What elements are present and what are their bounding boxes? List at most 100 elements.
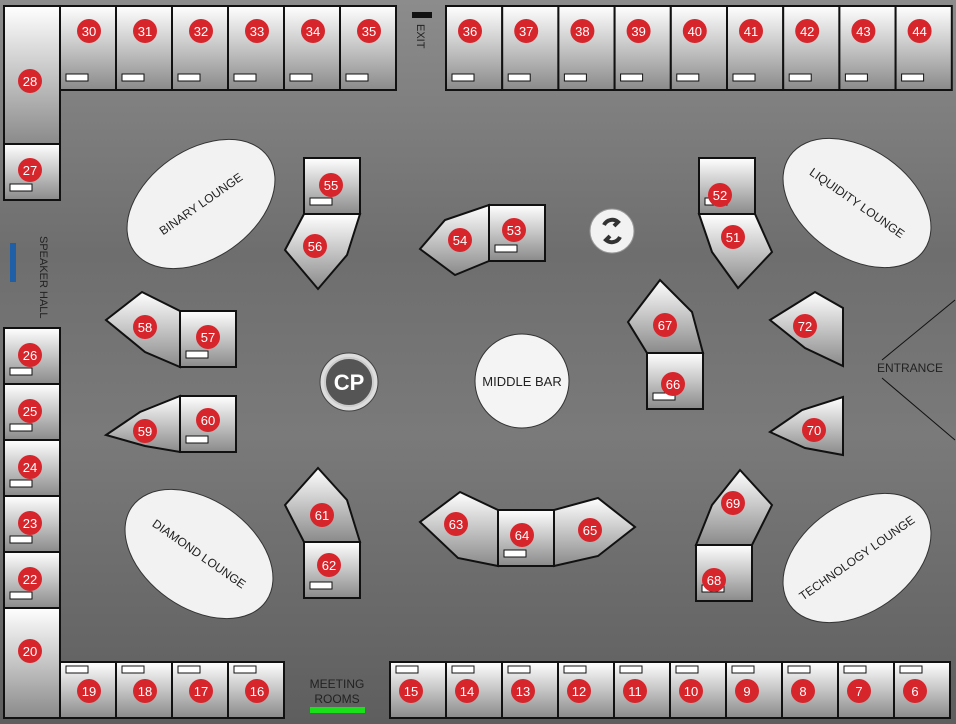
booth-badge-18[interactable] [133, 679, 157, 703]
booth-badge-35[interactable] [357, 19, 381, 43]
booth-badge-52[interactable] [708, 183, 732, 207]
booth-number[interactable]: 31 [138, 24, 152, 39]
booth-number[interactable]: 40 [688, 24, 702, 39]
booth-badge-30[interactable] [77, 19, 101, 43]
booth-badge-44[interactable] [907, 19, 932, 43]
booth-badge-43[interactable] [851, 19, 876, 43]
booth-badge-27[interactable] [18, 158, 42, 182]
booth-badge-6[interactable] [903, 679, 927, 703]
booth-number[interactable]: 16 [250, 684, 264, 699]
booth-badge-19[interactable] [77, 679, 101, 703]
booth-number[interactable]: 35 [362, 24, 376, 39]
booth-badge-57[interactable] [196, 325, 220, 349]
booth-badge-53[interactable] [502, 218, 526, 242]
booth-number[interactable]: 26 [23, 348, 37, 363]
booth-badge-31[interactable] [133, 19, 157, 43]
booth-number[interactable]: 44 [912, 24, 926, 39]
booth-number[interactable]: 33 [250, 24, 264, 39]
booth-number[interactable]: 38 [575, 24, 589, 39]
booth-number[interactable]: 55 [324, 178, 338, 193]
booth-badge-33[interactable] [245, 19, 269, 43]
booth-badge-59[interactable] [133, 419, 157, 443]
technology-lounge[interactable]: TECHNOLOGY LOUNGE [759, 467, 955, 650]
booth-number[interactable]: 37 [519, 24, 533, 39]
booth-badge-13[interactable] [511, 679, 535, 703]
booth-number[interactable]: 25 [23, 404, 37, 419]
booth-number[interactable]: 8 [799, 684, 806, 699]
booth-badge-12[interactable] [567, 679, 591, 703]
booth-badge-51[interactable] [721, 225, 745, 249]
booth-number[interactable]: 11 [628, 684, 642, 699]
booth-number[interactable]: 64 [515, 528, 529, 543]
booth-number[interactable]: 36 [463, 24, 477, 39]
middle-bar[interactable]: MIDDLE BAR [474, 333, 570, 429]
booth-number[interactable]: 61 [315, 508, 329, 523]
booth-number[interactable]: 9 [743, 684, 750, 699]
booth-badge-42[interactable] [795, 19, 820, 43]
booth-badge-36[interactable] [458, 19, 482, 43]
booth-number[interactable]: 54 [453, 233, 467, 248]
booth-number[interactable]: 18 [138, 684, 152, 699]
booth-number[interactable]: 62 [322, 558, 336, 573]
booth-badge-70[interactable] [802, 418, 826, 442]
booth-number[interactable]: 30 [82, 24, 96, 39]
booth-badge-22[interactable] [18, 567, 42, 591]
booth-badge-67[interactable] [653, 313, 677, 337]
booth-badge-66[interactable] [661, 372, 685, 396]
booth-number[interactable]: 22 [23, 572, 37, 587]
booth-number[interactable]: 65 [583, 523, 597, 538]
booth-number[interactable]: 27 [23, 163, 37, 178]
booth-badge-63[interactable] [444, 512, 468, 536]
diamond-lounge[interactable]: DIAMOND LOUNGE [101, 463, 297, 646]
booth-number[interactable]: 20 [23, 644, 37, 659]
booth-number[interactable]: 17 [194, 684, 208, 699]
booth-badge-68[interactable] [702, 568, 726, 592]
booth-badge-8[interactable] [791, 679, 815, 703]
binary-lounge[interactable]: BINARY LOUNGE [103, 113, 299, 296]
booth-badge-16[interactable] [245, 679, 269, 703]
booth-number[interactable]: 14 [460, 684, 474, 699]
booth-badge-32[interactable] [189, 19, 213, 43]
booth-badge-65[interactable] [578, 518, 602, 542]
booth-number[interactable]: 34 [306, 24, 320, 39]
booth-badge-14[interactable] [455, 679, 479, 703]
booth-badge-40[interactable] [682, 19, 707, 43]
booth-number[interactable]: 23 [23, 516, 37, 531]
booth-badge-20[interactable] [18, 639, 42, 663]
booth-badge-37[interactable] [514, 19, 539, 43]
booth-number[interactable]: 28 [23, 74, 37, 89]
booth-badge-7[interactable] [847, 679, 871, 703]
booth-number[interactable]: 15 [404, 684, 418, 699]
booth-badge-38[interactable] [570, 19, 595, 43]
booth-badge-23[interactable] [18, 511, 42, 535]
booth-number[interactable]: 60 [201, 413, 215, 428]
booth-number[interactable]: 63 [449, 517, 463, 532]
entrance-label[interactable]: ENTRANCE [877, 361, 943, 375]
booth-number[interactable]: 66 [666, 377, 680, 392]
booth-badge-25[interactable] [18, 399, 42, 423]
booth-badge-72[interactable] [793, 314, 817, 338]
booth-number[interactable]: 69 [726, 496, 740, 511]
booth-badge-34[interactable] [301, 19, 325, 43]
booth-badge-60[interactable] [196, 408, 220, 432]
booth-number[interactable]: 6 [911, 684, 918, 699]
booth-badge-55[interactable] [319, 173, 343, 197]
booth-20[interactable] [3, 607, 61, 719]
booth-number[interactable]: 57 [201, 330, 215, 345]
booth-number[interactable]: 13 [516, 684, 530, 699]
booth-number[interactable]: 42 [800, 24, 814, 39]
booth-badge-15[interactable] [399, 679, 423, 703]
booth-badge-54[interactable] [448, 228, 472, 252]
booth-badge-26[interactable] [18, 343, 42, 367]
liquidity-lounge[interactable]: LIQUIDITY LOUNGE [759, 112, 955, 295]
booth-badge-11[interactable] [623, 679, 647, 703]
booth-number[interactable]: 68 [707, 573, 721, 588]
booth-badge-9[interactable] [735, 679, 759, 703]
booth-badge-39[interactable] [626, 19, 651, 43]
booth-number[interactable]: 72 [798, 319, 812, 334]
booth-number[interactable]: 19 [82, 684, 96, 699]
booth-number[interactable]: 10 [684, 684, 698, 699]
booth-badge-64[interactable] [510, 523, 534, 547]
booth-number[interactable]: 7 [855, 684, 862, 699]
booth-badge-17[interactable] [189, 679, 213, 703]
